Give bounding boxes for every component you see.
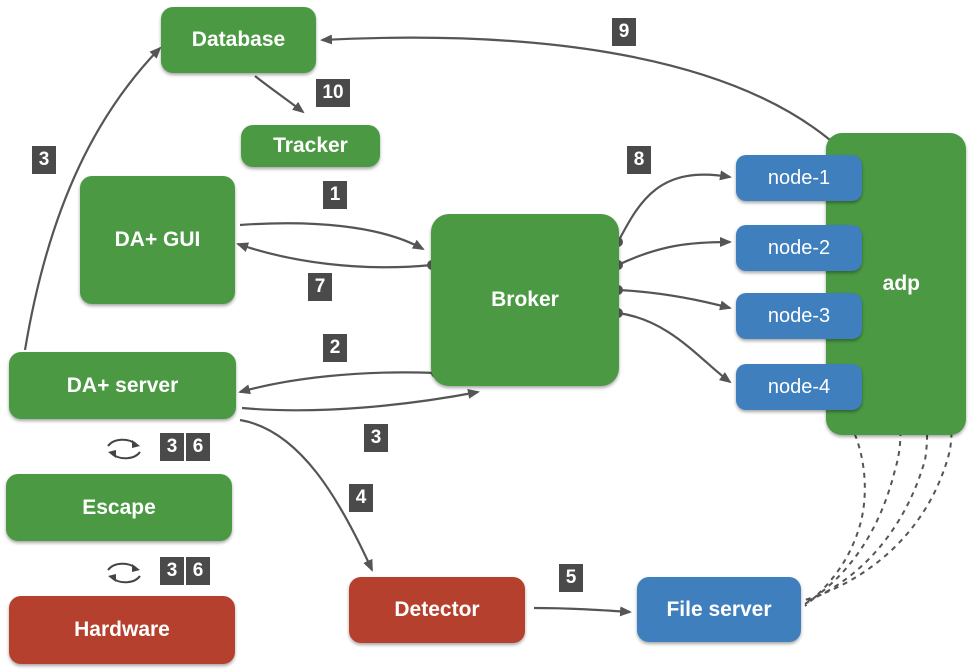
hardware-label: Hardware (74, 618, 170, 641)
step-badge-10: 10 (316, 79, 350, 107)
tracker-box: Tracker (241, 125, 380, 167)
arrow-8-node4 (617, 311, 732, 384)
step-badge-4: 4 (349, 484, 373, 512)
cycle-icon (107, 562, 141, 584)
tracker-label: Tracker (273, 134, 348, 157)
file-server-box: File server (637, 577, 801, 642)
arrow-10 (254, 75, 305, 114)
step-badge-7: 7 (308, 273, 332, 301)
arrow-8-node3 (617, 288, 732, 311)
arrow-5 (533, 606, 632, 617)
da-gui-box: DA+ GUI (80, 176, 235, 304)
detector-label: Detector (394, 598, 480, 621)
escape-label: Escape (82, 495, 156, 519)
arrow-7 (236, 242, 433, 269)
da-server-label: DA+ server (66, 373, 179, 397)
file-server-label: File server (666, 597, 772, 621)
detector-box: Detector (349, 577, 525, 643)
step-badge-escape-top-6: 6 (186, 433, 210, 461)
step-badge-escape-top-3: 3 (160, 433, 184, 461)
database-label: Database (191, 28, 286, 51)
node-3-box: node-3 (736, 293, 862, 339)
node-1-label: node-1 (767, 166, 831, 189)
dashed-node4-fileserver (804, 407, 866, 607)
hardware-box: Hardware (9, 596, 235, 664)
node-2-label: node-2 (767, 236, 831, 259)
arrow-9 (320, 34, 831, 141)
step-badge-3-mid: 3 (364, 424, 388, 452)
step-badge-1: 1 (323, 181, 347, 209)
node-4-box: node-4 (736, 364, 862, 410)
arrow-3-left (23, 46, 162, 351)
arrow-8-node1 (617, 170, 732, 243)
database-box: Database (161, 7, 316, 73)
escape-box: Escape (6, 474, 232, 541)
step-badge-9: 9 (612, 18, 636, 46)
arrow-4 (239, 418, 374, 572)
node-3-label: node-3 (767, 304, 831, 327)
broker-label: Broker (491, 288, 559, 311)
cycle-icon (107, 438, 141, 460)
adp-label: adp (882, 272, 920, 295)
step-badge-3-left: 3 (32, 146, 56, 174)
arrow-1 (239, 222, 425, 250)
da-server-box: DA+ server (9, 352, 236, 419)
step-badge-2: 2 (323, 334, 347, 362)
da-gui-label: DA+ GUI (114, 228, 201, 251)
step-badge-5: 5 (559, 564, 583, 592)
arrow-2 (238, 371, 437, 395)
step-badge-8: 8 (627, 146, 651, 174)
node-1-box: node-1 (736, 155, 862, 201)
node-4-label: node-4 (767, 375, 831, 398)
arrow-8-node2 (617, 237, 732, 266)
step-badge-escape-bottom-3: 3 (160, 557, 184, 585)
step-badge-escape-bottom-6: 6 (186, 557, 210, 585)
node-2-box: node-2 (736, 225, 862, 271)
arrow-3-mid (241, 388, 480, 412)
broker-box: Broker (431, 214, 619, 386)
